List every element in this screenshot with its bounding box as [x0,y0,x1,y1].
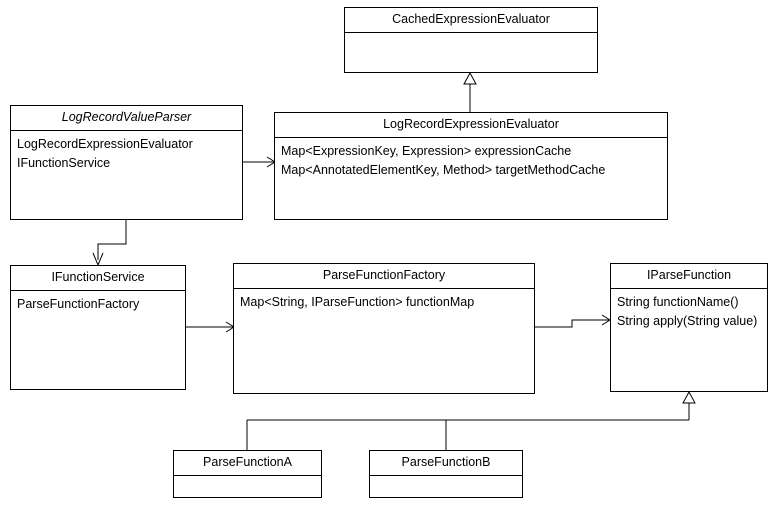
class-name-iparse-function: IParseFunction [611,264,767,289]
class-name-parse-function-factory: ParseFunctionFactory [234,264,534,289]
class-box-iparse-function[interactable]: IParseFunction String functionName() Str… [610,263,768,392]
class-box-parse-function-factory[interactable]: ParseFunctionFactory Map<String, IParseF… [233,263,535,394]
association-logrecordvalueparser-to-logrecordexpressionevaluator [243,156,276,168]
class-attributes-parse-function-factory: Map<String, IParseFunction> functionMap [234,289,534,393]
generalization-logrecordexpressionevaluator-to-cachedexpressionevaluator [463,71,477,112]
class-box-cached-expression-evaluator[interactable]: CachedExpressionEvaluator [344,7,598,73]
class-box-parse-function-b[interactable]: ParseFunctionB [369,450,523,498]
class-name-parse-function-b: ParseFunctionB [370,451,522,476]
class-attribute: Map<ExpressionKey, Expression> expressio… [281,144,572,158]
class-attribute: Map<String, IParseFunction> functionMap [240,295,475,309]
association-logrecordvalueparser-to-ifunctionservice [92,220,127,267]
class-attribute: LogRecordExpressionEvaluator [17,137,193,151]
class-box-ifunction-service[interactable]: IFunctionService ParseFunctionFactory [10,265,186,390]
class-attributes-log-record-expression-evaluator: Map<ExpressionKey, Expression> expressio… [275,138,667,219]
class-attribute: Map<AnnotatedElementKey, Method> targetM… [281,163,606,177]
generalization-parsefunctions-to-iparsefunction [246,390,696,450]
class-attributes-iparse-function: String functionName() String apply(Strin… [611,289,767,391]
class-attribute: ParseFunctionFactory [17,297,140,311]
association-parsefunctionfactory-to-iparsefunction [535,314,611,328]
class-name-ifunction-service: IFunctionService [11,266,185,291]
class-attributes-ifunction-service: ParseFunctionFactory [11,291,185,389]
class-name-log-record-expression-evaluator: LogRecordExpressionEvaluator [275,113,667,138]
class-box-log-record-expression-evaluator[interactable]: LogRecordExpressionEvaluator Map<Express… [274,112,668,220]
class-attribute: String apply(String value) [617,314,758,328]
association-ifunctionservice-to-parsefunctionfactory [186,321,235,333]
class-name-parse-function-a: ParseFunctionA [174,451,321,476]
class-attributes-parse-function-b [370,476,522,497]
class-attributes-parse-function-a [174,476,321,497]
class-name-cached-expression-evaluator: CachedExpressionEvaluator [345,8,597,33]
class-attribute: String functionName() [617,295,739,309]
class-box-parse-function-a[interactable]: ParseFunctionA [173,450,322,498]
class-attribute: IFunctionService [17,156,111,170]
class-box-log-record-value-parser[interactable]: LogRecordValueParser LogRecordExpression… [10,105,243,220]
class-attributes-log-record-value-parser: LogRecordExpressionEvaluator IFunctionSe… [11,131,242,219]
class-name-log-record-value-parser: LogRecordValueParser [11,106,242,131]
class-attributes-cached-expression-evaluator [345,33,597,72]
